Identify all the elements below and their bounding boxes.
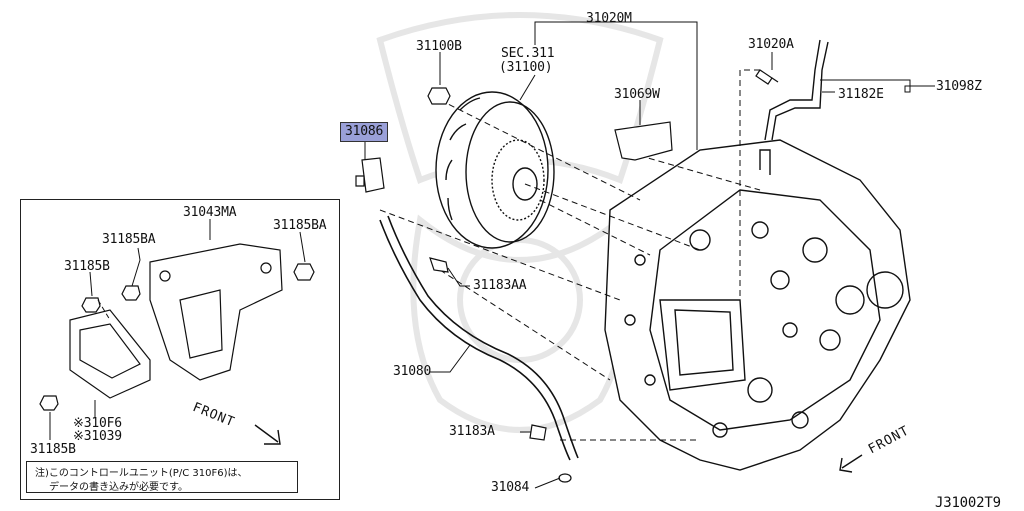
callout-310F6[interactable]: ※310F6	[73, 416, 122, 431]
callout-31185B-top[interactable]: 31185B	[64, 259, 110, 274]
callout-31183AA[interactable]: 31183AA	[473, 278, 527, 293]
callout-31084[interactable]: 31084	[491, 480, 530, 495]
callout-31182E[interactable]: 31182E	[838, 87, 884, 102]
inset-leaders	[49, 219, 306, 440]
callout-sec-311[interactable]: SEC.311	[501, 46, 555, 61]
callout-31185BA-right[interactable]: 31185BA	[273, 218, 327, 233]
inset-detail-frame	[20, 199, 340, 500]
inset-bracket-31043MA	[149, 243, 283, 381]
bracket-31069W	[614, 121, 673, 161]
callout-31039[interactable]: ※31039	[73, 429, 122, 444]
bolt-31183AA	[429, 257, 449, 273]
note-box: 注)このコントロールユニット(P/C 310F6)は、 データの書き込みが必要で…	[26, 461, 298, 493]
o-ring-31084	[558, 473, 572, 483]
callout-31185B-bottom[interactable]: 31185B	[30, 442, 76, 457]
control-unit-310F6	[69, 309, 151, 399]
callout-31185BA-left[interactable]: 31185BA	[102, 232, 156, 247]
bolt-31100B	[427, 87, 451, 105]
callout-sec-311-sub: (31100)	[499, 60, 553, 75]
harness-31080	[379, 215, 579, 461]
front-arrow-inset	[254, 424, 281, 445]
torque-converter	[435, 91, 555, 249]
front-arrow-main	[839, 454, 863, 473]
callout-31020A[interactable]: 31020A	[748, 37, 794, 52]
callout-31020M[interactable]: 31020M	[586, 11, 632, 26]
inset-nuts	[39, 263, 315, 411]
hose-31098Z	[764, 39, 829, 141]
callout-31100B[interactable]: 31100B	[416, 39, 462, 54]
leader-lines-dashed	[379, 69, 761, 441]
callout-31080[interactable]: 31080	[393, 364, 432, 379]
transmission-assembly	[604, 139, 911, 471]
callout-31043MA[interactable]: 31043MA	[183, 205, 237, 220]
callout-31086-highlighted[interactable]: 31086	[340, 122, 389, 142]
diagram-code: J31002T9	[935, 495, 1001, 511]
callout-31183A[interactable]: 31183A	[449, 424, 495, 439]
callout-31069W[interactable]: 31069W	[614, 87, 660, 102]
sensor-31086	[355, 157, 385, 193]
bolt-31020A	[755, 69, 779, 85]
note-line-2: データの書き込みが必要です。	[49, 482, 188, 493]
note-line-1: 注)このコントロールユニット(P/C 310F6)は、	[35, 468, 248, 479]
bolt-31183A	[529, 424, 547, 441]
leader-lines-solid	[364, 21, 935, 489]
callout-31098Z[interactable]: 31098Z	[936, 79, 982, 94]
